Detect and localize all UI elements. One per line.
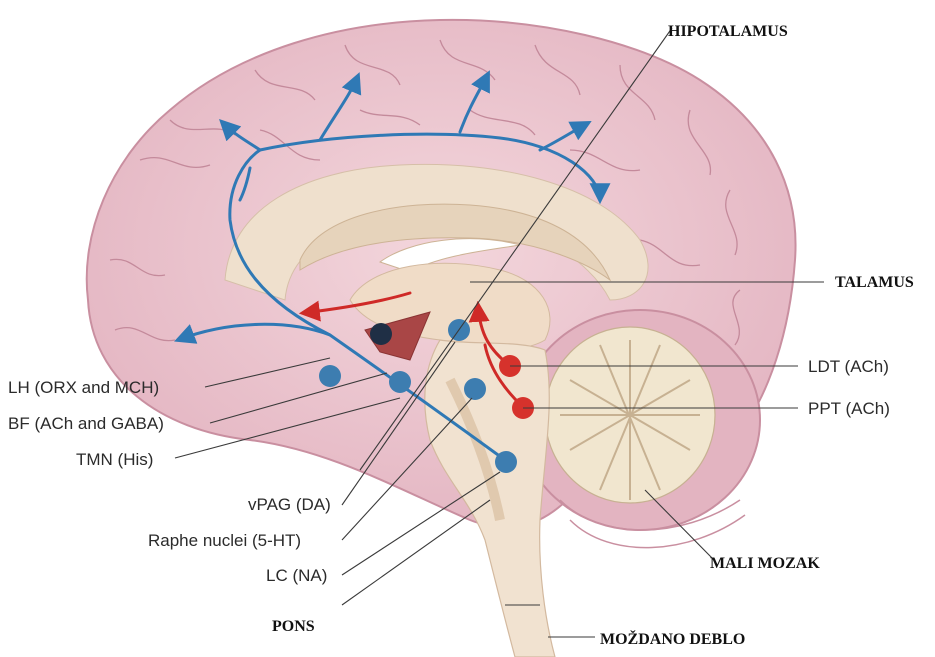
label-mali-mozak: MALI MOZAK	[710, 555, 820, 572]
label-raphe: Raphe nuclei (5-HT)	[148, 531, 301, 550]
label-tmn: TMN (His)	[76, 450, 153, 469]
tmn-node	[370, 323, 392, 345]
label-pons: PONS	[272, 618, 315, 635]
label-lc: LC (NA)	[266, 566, 327, 585]
cerebellum	[520, 310, 760, 548]
label-talamus: TALAMUS	[835, 274, 914, 291]
label-bf: BF (ACh and GABA)	[8, 414, 164, 433]
label-ppt: PPT (ACh)	[808, 399, 890, 418]
label-lh: LH (ORX and MCH)	[8, 378, 159, 397]
lh-node	[319, 365, 341, 387]
label-hipotalamus: HIPOTALAMUS	[668, 23, 788, 40]
label-ldt: LDT (ACh)	[808, 357, 889, 376]
label-mozdano-deblo: MOŽDANO DEBLO	[600, 629, 745, 648]
raphe-node	[464, 378, 486, 400]
lc-node	[495, 451, 517, 473]
bf-node	[389, 371, 411, 393]
label-vpag: vPAG (DA)	[248, 495, 331, 514]
